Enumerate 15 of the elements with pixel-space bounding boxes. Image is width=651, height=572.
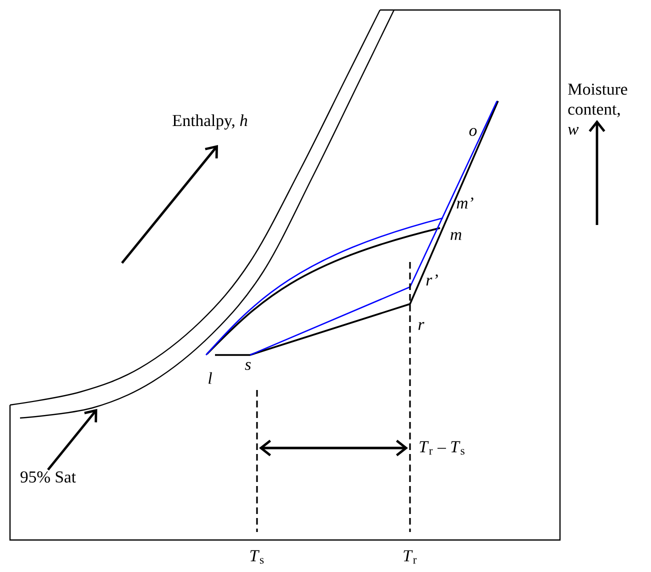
axis-tick-label: T$_{s}$	[250, 550, 264, 564]
axis-label: Moisture content, w	[568, 84, 628, 135]
leader-line	[47, 408, 98, 470]
dimension-label: T$_{r}$ – T$_{s}$	[420, 441, 464, 455]
axis-label: Enthalpy, h	[172, 114, 248, 130]
point-label: r	[418, 322, 424, 330]
point-label: m	[450, 232, 462, 240]
point-label: o	[469, 128, 477, 136]
axis-tick-label: T$_{r}$	[404, 550, 417, 564]
curve-label: 95% Sat	[20, 471, 76, 483]
point-label: m’	[456, 197, 474, 209]
saturation-curve	[10, 10, 395, 419]
point-label: l	[208, 372, 212, 384]
point-label: r’	[426, 274, 438, 286]
point-label: s	[244, 362, 251, 370]
